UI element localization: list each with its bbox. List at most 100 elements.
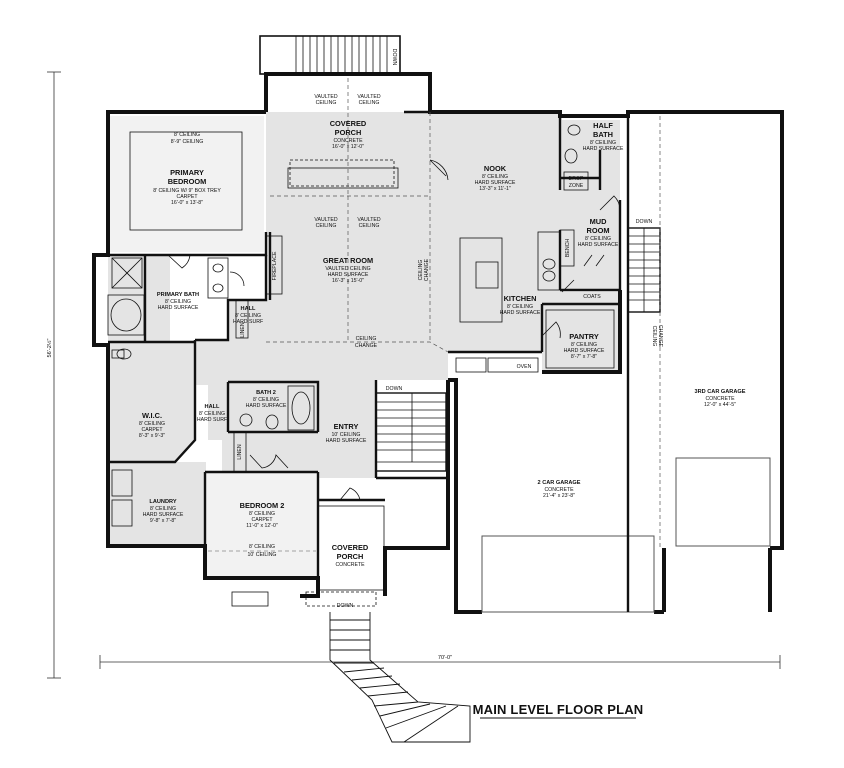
third-garage-line-1: CONCRETE — [705, 396, 735, 402]
oven-label: OVEN — [517, 364, 532, 370]
laundry-line-1: 8' CEILING — [150, 506, 176, 512]
bedroom-2-line-1: 8' CEILING — [249, 511, 275, 517]
hall-upper-name: HALL — [241, 306, 256, 312]
basement-stair-down-label: DOWN — [386, 386, 403, 392]
garage-ceiling-change-1: CEILING — [651, 326, 657, 347]
wic-line-2: CARPET — [141, 427, 163, 433]
wic-line-3: 8'-3" x 9'-3" — [139, 433, 165, 439]
pantry-name: PANTRY — [569, 332, 599, 341]
front-porch-name-2: PORCH — [337, 552, 364, 561]
bedroom-2-line-3: 11'-0" x 12'-0" — [246, 523, 278, 529]
garage-door-outlines — [481, 457, 771, 613]
pantry-line-1: 8' CEILING — [571, 342, 597, 348]
primary-bath-line-2: HARD SURFACE — [158, 305, 199, 311]
linen-label-1: LINEN — [240, 322, 246, 338]
ceiling-label-3: CEILING — [316, 223, 337, 229]
front-stairs — [329, 612, 471, 743]
bedroom-2-ceiling-1: 8' CEILING — [249, 544, 275, 550]
ceiling-change-vertical-1: CEILING — [418, 260, 424, 281]
bedroom-2-line-2: CARPET — [251, 517, 273, 523]
half-bath-name-2: BATH — [593, 130, 613, 139]
vaulted-label-1: VAULTED — [314, 94, 337, 100]
fixtures — [107, 124, 615, 607]
entry-line-1: 10' CEILING — [332, 432, 361, 438]
laundry-line-2: HARD SURFACE — [143, 512, 184, 518]
great-room-line-2: HARD SURFACE — [328, 272, 369, 278]
mud-room-line-2: HARD SURFACE — [578, 242, 619, 248]
kitchen-line-2: HARD SURFACE — [500, 310, 541, 316]
bedroom-2-name: BEDROOM 2 — [240, 501, 285, 510]
dimension-lines — [47, 71, 781, 679]
half-bath-name-1: HALF — [593, 121, 613, 130]
mud-room-line-1: 8' CEILING — [585, 236, 611, 242]
nook-name: NOOK — [484, 164, 507, 173]
carpet-fills — [110, 116, 318, 578]
mud-room-name-2: ROOM — [587, 226, 610, 235]
front-stair-down-label: DOWN — [337, 603, 354, 609]
mud-room-name-1: MUD — [590, 217, 607, 226]
primary-bedroom-line-3: 16'-0" x 13'-8" — [171, 200, 203, 206]
fireplace-label: FIREPLACE — [272, 251, 278, 280]
rear-stair-down-label: DOWN — [391, 49, 397, 66]
entry-name: ENTRY — [334, 422, 359, 431]
front-porch-line-1: CONCRETE — [335, 562, 365, 568]
primary-bath-name: PRIMARY BATH — [157, 292, 199, 298]
drop-zone-label-1: DROP — [569, 176, 585, 182]
ceiling-change-vertical-2: CHANGE — [424, 258, 430, 281]
great-room-name: GREAT ROOM — [323, 256, 373, 265]
primary-bedroom-ceiling-2: 8'-9" CEILING — [171, 139, 204, 145]
ceiling-change-horizontal-1: CEILING — [356, 336, 377, 342]
third-garage-name: 3RD CAR GARAGE — [695, 389, 746, 395]
door-swings — [167, 159, 621, 501]
wic-name: W.I.C. — [142, 411, 162, 420]
rear-porch-name-1: COVERED — [330, 119, 367, 128]
third-garage-line-2: 12'-0" x 44'-5" — [704, 402, 736, 408]
vaulted-label-3: VAULTED — [314, 217, 337, 223]
ceiling-label-4: CEILING — [359, 223, 380, 229]
nook-line-2: HARD SURFACE — [475, 180, 516, 186]
bench-label: BENCH — [565, 239, 571, 257]
drop-zone-label-2: ZONE — [569, 183, 584, 189]
ceiling-label-2: CEILING — [359, 100, 380, 106]
kitchen-name: KITCHEN — [504, 294, 537, 303]
laundry-name: LAUNDRY — [149, 499, 176, 505]
rear-porch-line-2: 16'-0" x 12'-0" — [332, 144, 364, 150]
entry-line-2: HARD SURFACE — [326, 438, 367, 444]
garage-ceiling-change-2: CHANGE — [657, 325, 663, 348]
front-porch-name-1: COVERED — [332, 543, 369, 552]
hall-lower-line-1: 8' CEILING — [199, 411, 225, 417]
nook-line-3: 13'-3" x 11'-1" — [479, 186, 511, 192]
interior-walls — [108, 110, 630, 612]
rear-stairs — [259, 35, 401, 75]
primary-bedroom-ceiling-1: 8' CEILING — [174, 132, 200, 138]
hall-upper-line-1: 8' CEILING — [235, 313, 261, 319]
width-dimension: 70'-0" — [438, 655, 452, 661]
floor-fills — [108, 112, 620, 546]
rear-porch-line-1: CONCRETE — [333, 138, 363, 144]
primary-bedroom-line-1: 8' CEILING W/ 9" BOX TREY — [153, 188, 221, 194]
pantry-line-2: HARD SURFACE — [564, 348, 605, 354]
half-bath-line-2: HARD SURFACE — [583, 146, 624, 152]
bath-2-line-1: 8' CEILING — [253, 397, 279, 403]
half-bath-line-1: 8' CEILING — [590, 140, 616, 146]
garage-stair-down-label: DOWN — [636, 219, 653, 225]
two-garage-line-2: 21'-4" x 23'-8" — [543, 493, 575, 499]
hall-upper-line-2: HARD SURF — [233, 319, 263, 325]
kitchen-line-1: 8' CEILING — [507, 304, 533, 310]
bedroom-2-ceiling-2: 10' CEILING — [248, 552, 277, 558]
vaulted-label-2: VAULTED — [357, 94, 380, 100]
hall-lower-name: HALL — [205, 404, 220, 410]
ceiling-change-horizontal-2: CHANGE — [355, 343, 378, 349]
depth-dimension: 56'-2½" — [46, 339, 53, 358]
primary-bath-line-1: 8' CEILING — [165, 299, 191, 305]
bath-2-name: BATH 2 — [256, 390, 276, 396]
plan-title: MAIN LEVEL FLOOR PLAN — [473, 702, 644, 717]
two-garage-name: 2 CAR GARAGE — [538, 480, 581, 486]
pantry-line-3: 8'-7" x 7'-8" — [571, 354, 597, 360]
two-garage-line-1: CONCRETE — [544, 487, 574, 493]
ceiling-label-1: CEILING — [316, 100, 337, 106]
primary-bedroom-name-2: BEDROOM — [168, 177, 207, 186]
laundry-line-3: 9'-8" x 7'-8" — [150, 518, 176, 524]
ceiling-change-lines — [266, 78, 661, 548]
